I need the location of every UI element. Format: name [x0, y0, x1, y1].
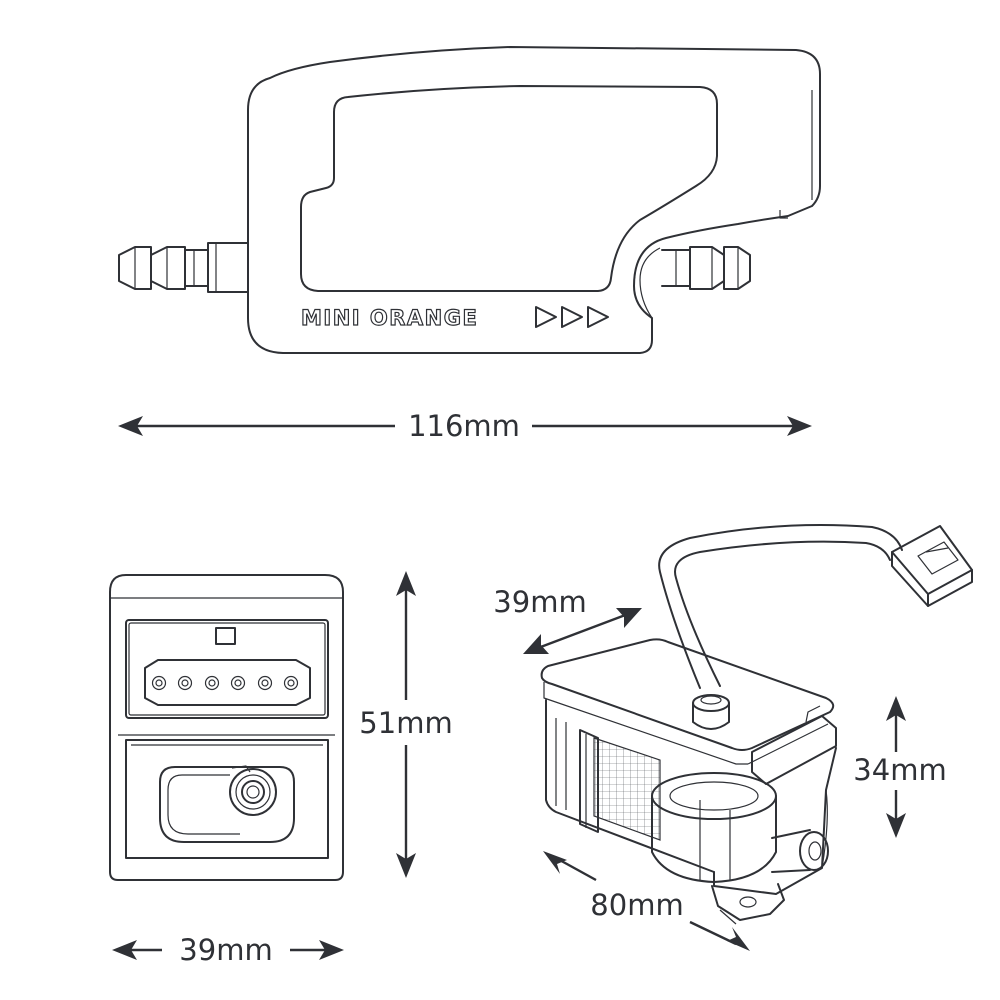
- iso-depth-dimension: 39mm: [489, 584, 642, 654]
- iso-outlet-tube: [771, 829, 829, 873]
- housing-outline: [247, 46, 821, 354]
- label-backdrop: [175, 932, 277, 968]
- pin-header: [144, 659, 311, 706]
- length-dimension: 116mm: [118, 408, 812, 444]
- height-dimension-label: 51mm: [359, 706, 452, 740]
- brand-label: MINI ORANGE: [301, 306, 478, 330]
- outlet-port: [229, 765, 277, 816]
- housing-window: [300, 85, 718, 292]
- pump-body-left: [545, 699, 715, 873]
- iso-depth-label: 39mm: [493, 585, 586, 619]
- label-backdrop: [586, 887, 688, 923]
- length-dimension-label: 116mm: [408, 409, 520, 443]
- right-hose-connector: [661, 246, 751, 290]
- iso-length-dimension: 80mm: [543, 851, 750, 951]
- label-backdrop: [849, 752, 951, 788]
- connector-pins: [151, 675, 299, 691]
- iso-height-dimension: 34mm: [849, 696, 951, 838]
- flow-direction-arrows: [535, 306, 609, 328]
- width-dimension: 39mm: [112, 932, 344, 968]
- label-backdrop: [404, 408, 524, 444]
- indicator-square: [215, 627, 236, 645]
- front-view: [109, 574, 344, 881]
- iso-height-label: 34mm: [853, 753, 946, 787]
- outlet-recess: [159, 766, 295, 843]
- lid-clip-right: [751, 715, 837, 785]
- width-dimension-label: 39mm: [179, 933, 272, 967]
- mounting-tab: [711, 883, 785, 921]
- cable-grommet: [692, 694, 730, 730]
- filter-mesh: [593, 737, 661, 841]
- isometric-view: [540, 524, 973, 925]
- connector-panel: [125, 619, 329, 719]
- top-view: MINI ORANGE: [118, 46, 821, 354]
- label-backdrop: [355, 705, 457, 741]
- power-cable: [658, 524, 903, 689]
- pump-lid: [540, 638, 835, 751]
- front-housing: [109, 574, 344, 881]
- left-hose-connector: [118, 242, 249, 293]
- iso-length-label: 80mm: [590, 888, 683, 922]
- label-backdrop: [489, 584, 591, 620]
- cable-plug: [891, 525, 973, 607]
- pump-cylinder: [651, 772, 777, 883]
- height-dimension: 51mm: [355, 571, 457, 878]
